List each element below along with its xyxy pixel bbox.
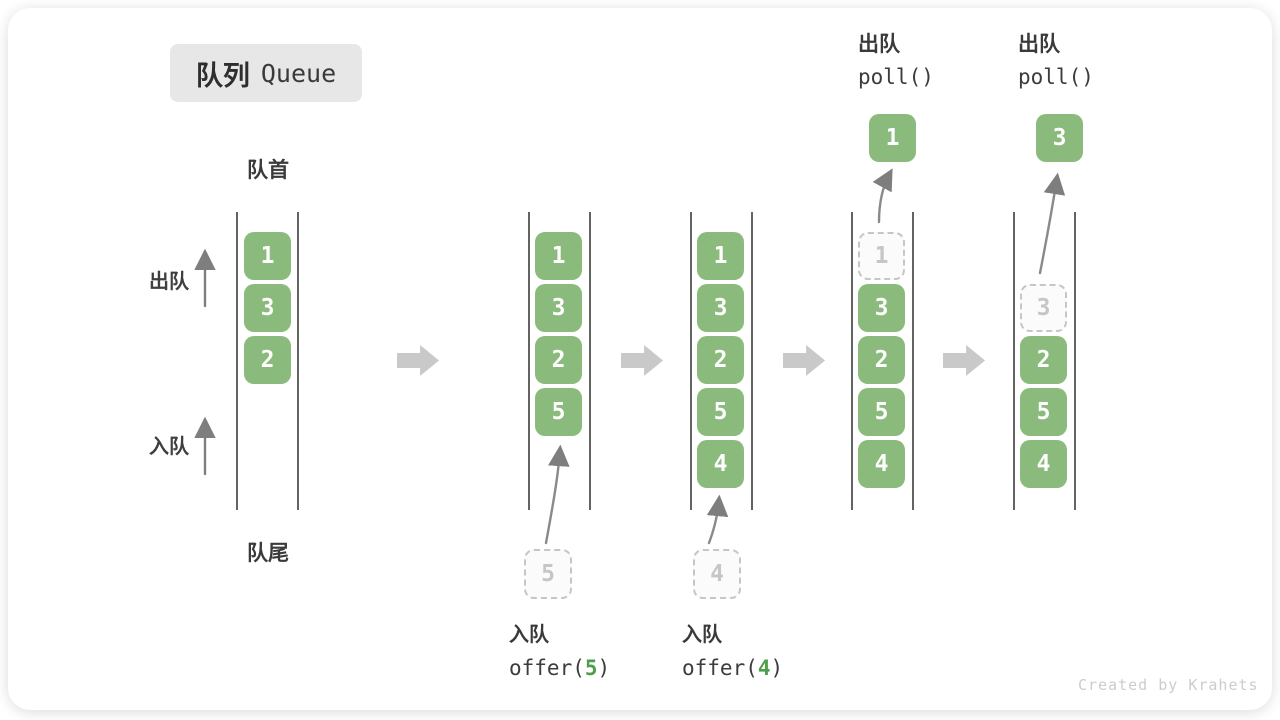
polled-cell: 1 (869, 114, 916, 162)
poll-header-zh: 出队 (858, 32, 900, 56)
queue-cell: 1 (244, 232, 291, 280)
queue-cell: 2 (244, 336, 291, 384)
title-badge: 队列 Queue (170, 44, 362, 102)
queue-cell: 3 (697, 284, 744, 332)
enqueue-side-label: 入队 (149, 434, 189, 458)
q1-left-wall (236, 212, 238, 510)
queue-cell: 5 (858, 388, 905, 436)
offer-5-caption-code: offer(5) (509, 656, 610, 680)
queue-cell: 1 (697, 232, 744, 280)
code-arg: 5 (584, 656, 598, 680)
poll-header: 出队 poll() (858, 28, 934, 94)
queue-cell: 4 (1020, 440, 1067, 488)
q2-right-wall (589, 212, 591, 510)
q5-right-wall (1074, 212, 1076, 510)
code-fn: offer( (682, 656, 758, 680)
code-arg: 4 (757, 656, 771, 680)
queue-cell: 2 (1020, 336, 1067, 384)
queue-cell: 5 (1020, 388, 1067, 436)
watermark: Created by Krahets (1078, 676, 1259, 694)
q3-left-wall (690, 212, 692, 510)
queue-cell-pending: 5 (524, 549, 572, 599)
code-close: ) (597, 656, 611, 680)
queue-cell: 5 (697, 388, 744, 436)
flow-arrow-icon (397, 345, 439, 376)
queue-cell: 2 (535, 336, 582, 384)
queue-cell: 5 (535, 388, 582, 436)
title-en: Queue (260, 58, 337, 88)
queue-cell: 2 (858, 336, 905, 384)
title-zh: 队列 (195, 60, 250, 92)
q2-left-wall (528, 212, 530, 510)
offer-4-caption: 入队 offer(4) (682, 618, 783, 680)
queue-cell: 3 (858, 284, 905, 332)
offer-4-arrow-icon (706, 494, 729, 545)
offer-5-caption: 入队 offer(5) (509, 618, 610, 680)
poll-header: 出队 poll() (1018, 28, 1094, 94)
offer-5-arrow-icon (544, 444, 570, 545)
offer-4-caption-code: offer(4) (682, 656, 783, 680)
q1-right-wall (297, 212, 299, 510)
offer-4-caption-zh: 入队 (682, 622, 722, 646)
queue-cell-removed: 1 (858, 232, 905, 280)
queue-cell: 2 (697, 336, 744, 384)
poll-header-code: poll() (1018, 65, 1094, 89)
poll-header-code: poll() (858, 65, 934, 89)
queue-rear-label: 队尾 (247, 541, 289, 565)
q3-right-wall (751, 212, 753, 510)
poll-header-zh: 出队 (1018, 32, 1060, 56)
q4-right-wall (912, 212, 914, 510)
dequeue-side-label: 出队 (149, 269, 189, 293)
flow-arrow-icon (621, 345, 663, 376)
queue-cell: 3 (535, 284, 582, 332)
poll-3-arrow-icon (1038, 172, 1066, 275)
q4-left-wall (851, 212, 853, 510)
queue-cell-removed: 3 (1020, 284, 1067, 332)
flow-arrow-icon (943, 345, 985, 376)
code-close: ) (770, 656, 784, 680)
queue-cell: 3 (244, 284, 291, 332)
poll-1-arrow-icon (872, 168, 893, 224)
q5-left-wall (1013, 212, 1015, 510)
queue-cell: 1 (535, 232, 582, 280)
queue-cell-pending: 4 (693, 549, 741, 599)
polled-cell: 3 (1036, 114, 1083, 162)
flow-arrow-icon (783, 345, 825, 376)
offer-5-caption-zh: 入队 (509, 622, 549, 646)
queue-front-label: 队首 (247, 158, 289, 182)
code-fn: offer( (509, 656, 585, 680)
queue-cell: 4 (858, 440, 905, 488)
queue-cell: 4 (697, 440, 744, 488)
